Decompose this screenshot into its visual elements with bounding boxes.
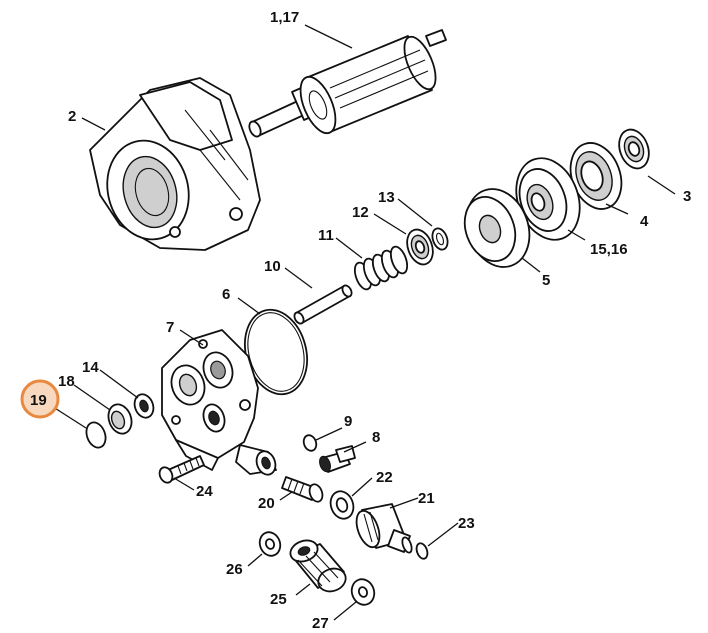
armature-part bbox=[248, 29, 447, 138]
label-cap: 18 bbox=[58, 373, 75, 390]
washer-12-part bbox=[406, 228, 434, 266]
cap-part bbox=[107, 403, 133, 435]
screw-20-part bbox=[281, 476, 324, 503]
label-oring-large: 6 bbox=[222, 286, 230, 303]
label-spring: 11 bbox=[318, 227, 334, 244]
seal-part bbox=[431, 227, 449, 251]
pump-body-part bbox=[161, 329, 277, 476]
motor-housing-part bbox=[89, 77, 261, 251]
pin-part bbox=[293, 284, 353, 325]
gear-part bbox=[515, 157, 581, 241]
label-bearing-small: 3 bbox=[683, 188, 691, 205]
washer-26-part bbox=[258, 531, 282, 557]
highlight-marker bbox=[20, 379, 60, 419]
oring-23-part bbox=[415, 542, 429, 560]
label-pump-body: 7 bbox=[166, 319, 174, 336]
label-oring-small: 9 bbox=[344, 413, 352, 430]
leader-lines bbox=[49, 24, 676, 621]
label-screw-20: 20 bbox=[258, 495, 275, 512]
label-bearing: 4 bbox=[640, 213, 649, 230]
bearing-small-part bbox=[618, 128, 650, 170]
label-oring-19: 19 bbox=[30, 392, 47, 409]
label-pin: 10 bbox=[264, 258, 281, 275]
label-washer-27: 27 bbox=[312, 615, 329, 632]
label-oring-23: 23 bbox=[458, 515, 475, 532]
label-plug: 8 bbox=[372, 429, 380, 446]
spring-part bbox=[353, 245, 409, 291]
labels: 1,17 2 3 4 15,16 5 6 7 9 8 10 11 12 13 1… bbox=[30, 9, 691, 632]
valve-seat-part bbox=[133, 393, 155, 419]
label-washer-22: 22 bbox=[376, 469, 393, 486]
label-nut: 25 bbox=[270, 591, 287, 608]
label-housing: 2 bbox=[68, 108, 76, 125]
coupling-part bbox=[355, 503, 413, 554]
washer-27-part bbox=[350, 578, 376, 606]
label-seal: 13 bbox=[378, 189, 395, 206]
plug-part bbox=[319, 445, 356, 473]
label-armature: 1,17 bbox=[270, 9, 299, 26]
label-gear: 15,16 bbox=[590, 241, 628, 258]
label-valve-seat: 14 bbox=[82, 359, 99, 376]
label-coupling: 21 bbox=[418, 490, 435, 507]
washer-22-part bbox=[329, 490, 355, 520]
screw-24-part bbox=[158, 455, 205, 484]
label-pulley: 5 bbox=[542, 272, 550, 289]
oring-9-part bbox=[302, 434, 318, 452]
label-washer-12: 12 bbox=[352, 204, 369, 221]
oring-19-part bbox=[85, 421, 107, 449]
pulley-part bbox=[463, 188, 531, 268]
nut-part bbox=[289, 539, 347, 593]
label-washer-26: 26 bbox=[226, 561, 243, 578]
label-screw-24: 24 bbox=[196, 483, 213, 500]
